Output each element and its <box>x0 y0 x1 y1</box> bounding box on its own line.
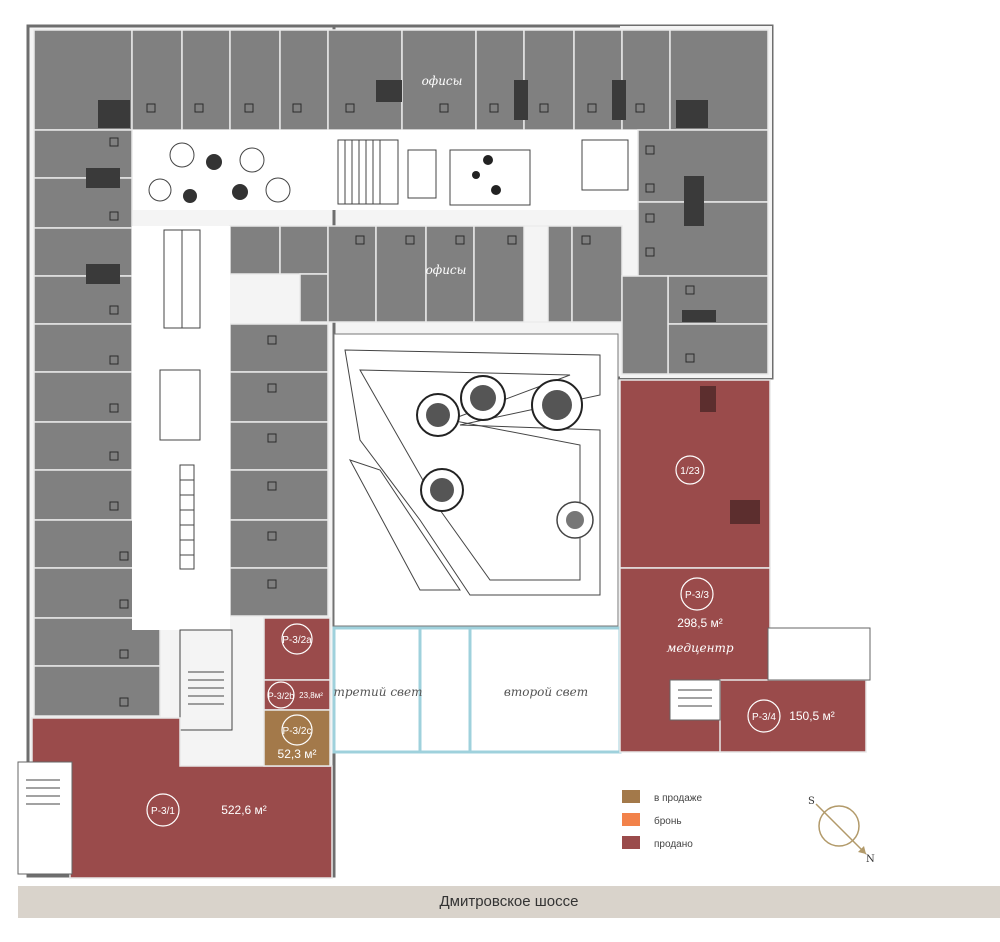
unit-p3-2c[interactable] <box>263 709 331 767</box>
unit-id-p3-2c: Р-3/2c <box>283 726 312 737</box>
legend-label-reserved: бронь <box>654 815 682 827</box>
atrium <box>333 333 619 627</box>
left-corridor <box>132 226 233 731</box>
unit-area-p3-4: 150,5 м² <box>789 709 835 723</box>
service-core-right <box>669 627 871 721</box>
office-block-right <box>621 129 769 375</box>
road-band: Дмитровское шоссе <box>18 886 1000 918</box>
unit-p3-2b[interactable] <box>263 679 331 711</box>
top-lounge <box>132 130 638 210</box>
office-strip-mid <box>229 225 623 323</box>
unit-badge-1-23: 1/23 <box>675 455 705 485</box>
unit-badge-p3-2a: Р-3/2a <box>281 623 313 655</box>
unit-badge-p3-4: Р-3/4 <box>747 699 781 733</box>
compass-icon: S N <box>808 796 875 865</box>
unit-badge-p3-2c: Р-3/2c <box>281 714 313 746</box>
unit-area-p3-3: 298,5 м² <box>677 616 723 630</box>
zone-label-offices-mid: офисы <box>426 263 467 277</box>
unit-note-p3-3: медцентр <box>666 641 733 655</box>
legend-swatch-for-sale <box>622 790 640 803</box>
legend-label-for-sale: в продаже <box>654 793 702 804</box>
unit-area-p3-1: 522,6 м² <box>221 803 267 817</box>
legend-label-sold: продано <box>654 839 693 850</box>
unit-p3-4[interactable] <box>719 679 867 753</box>
zone-label-third-light: третий свет <box>334 685 423 699</box>
unit-badge-p3-2b: Р-3/2b <box>267 681 295 709</box>
service-core-left <box>17 761 73 875</box>
zone-label-offices-top: офисы <box>422 74 463 88</box>
unit-id-p3-3: Р-3/3 <box>685 590 709 601</box>
unit-badge-p3-1: Р-3/1 <box>146 793 180 827</box>
unit-id-p3-2a: Р-3/2a <box>282 635 312 646</box>
office-column-inner <box>229 323 329 617</box>
road-name: Дмитровское шоссе <box>439 893 579 910</box>
shaft-markers <box>109 103 695 707</box>
unit-area-p3-2b: 23,8м² <box>299 691 323 700</box>
unit-id-p3-1: Р-3/1 <box>151 806 175 817</box>
compass-north: N <box>866 854 875 865</box>
zone-label-second-light: второй свет <box>504 685 588 699</box>
legend-swatch-reserved <box>622 813 640 826</box>
unit-id-p3-2b: Р-3/2b <box>268 691 295 701</box>
unit-area-p3-2c: 52,3 м² <box>278 747 317 761</box>
unit-1-23[interactable] <box>619 379 771 569</box>
compass-south: S <box>808 796 815 807</box>
unit-p3-2a[interactable] <box>263 617 331 681</box>
unit-id-p3-4: Р-3/4 <box>752 712 776 723</box>
unit-badge-p3-3: Р-3/3 <box>680 577 714 611</box>
legend-swatch-sold <box>622 836 640 849</box>
legend: в продаже бронь продано <box>622 790 702 850</box>
light-wells <box>332 626 622 754</box>
unit-id-1-23: 1/23 <box>680 466 700 477</box>
stair-symbols <box>86 80 760 524</box>
